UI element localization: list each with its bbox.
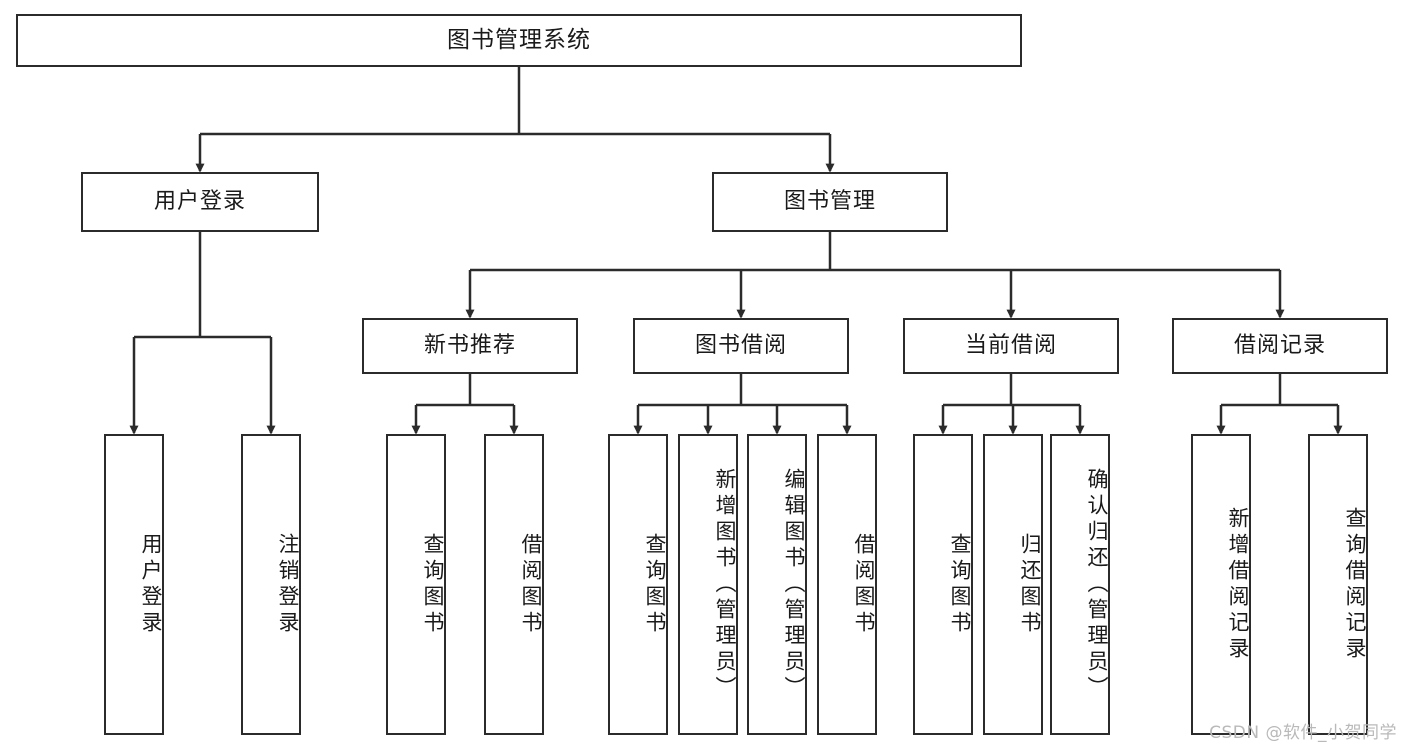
node-label-book-manage: 图书管理 (783, 188, 876, 214)
node-leaf-query-book-1: 查询图书 (386, 434, 446, 735)
node-book-borrow: 图书借阅 (633, 318, 849, 374)
node-label-user-login: 用户登录 (153, 188, 246, 214)
node-book-manage: 图书管理 (712, 172, 948, 232)
node-leaf-query-book-2: 查询图书 (608, 434, 668, 735)
node-leaf-add-book: 新增图书（管理员） (678, 434, 738, 735)
node-leaf-add-record: 新增借阅记录 (1191, 434, 1251, 735)
node-label-leaf-user-login: 用户登录 (139, 532, 163, 637)
node-borrow-record: 借阅记录 (1172, 318, 1388, 374)
node-leaf-borrow-book-1: 借阅图书 (484, 434, 544, 735)
node-current-borrow: 当前借阅 (903, 318, 1119, 374)
node-label-leaf-user-logout: 注销登录 (276, 532, 300, 637)
node-leaf-return-book: 归还图书 (983, 434, 1043, 735)
node-leaf-confirm-ret: 确认归还（管理员） (1050, 434, 1110, 735)
node-leaf-user-login: 用户登录 (104, 434, 164, 735)
node-leaf-user-logout: 注销登录 (241, 434, 301, 735)
node-label-leaf-query-book-3: 查询图书 (948, 532, 972, 637)
node-label-leaf-borrow-book-2: 借阅图书 (852, 532, 876, 637)
node-label-leaf-add-book: 新增图书（管理员） (713, 467, 737, 702)
node-label-leaf-borrow-book-1: 借阅图书 (519, 532, 543, 637)
node-label-leaf-query-book-2: 查询图书 (643, 532, 667, 637)
node-leaf-query-book-3: 查询图书 (913, 434, 973, 735)
node-label-leaf-edit-book: 编辑图书（管理员） (782, 467, 806, 702)
node-label-leaf-query-book-1: 查询图书 (421, 532, 445, 637)
node-leaf-query-record: 查询借阅记录 (1308, 434, 1368, 735)
node-label-book-borrow: 图书借阅 (694, 332, 787, 358)
node-label-leaf-return-book: 归还图书 (1018, 532, 1042, 637)
node-leaf-borrow-book-2: 借阅图书 (817, 434, 877, 735)
node-label-borrow-record: 借阅记录 (1233, 332, 1326, 358)
node-leaf-edit-book: 编辑图书（管理员） (747, 434, 807, 735)
watermark-label: CSDN @软件_小贺同学 (1209, 723, 1397, 743)
node-label-leaf-add-record: 新增借阅记录 (1226, 506, 1250, 663)
node-label-current-borrow: 当前借阅 (964, 332, 1057, 358)
node-root: 图书管理系统 (16, 14, 1022, 67)
node-label-root: 图书管理系统 (447, 26, 591, 53)
node-label-new-book-rec: 新书推荐 (423, 332, 516, 358)
node-label-leaf-confirm-ret: 确认归还（管理员） (1085, 467, 1109, 702)
node-new-book-rec: 新书推荐 (362, 318, 578, 374)
node-user-login: 用户登录 (81, 172, 319, 232)
node-label-leaf-query-record: 查询借阅记录 (1343, 506, 1367, 663)
